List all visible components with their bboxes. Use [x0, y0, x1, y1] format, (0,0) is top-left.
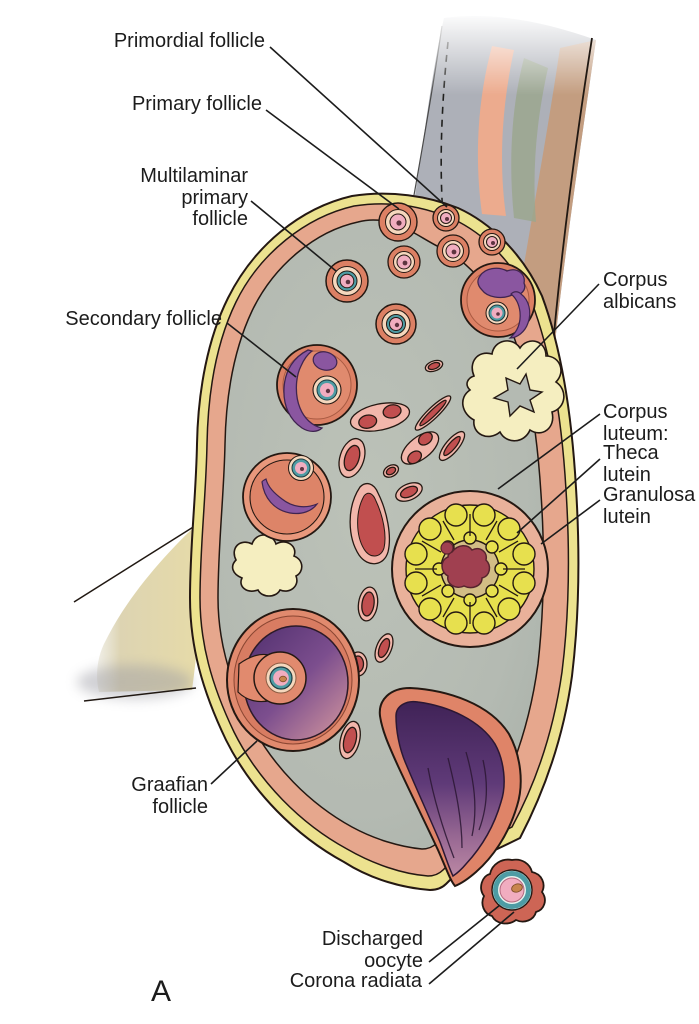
label-corona-radiata: Corona radiata — [289, 970, 422, 992]
discharged-oocyte — [480, 858, 546, 925]
primary-follicle — [378, 202, 418, 242]
primordial-follicle — [432, 204, 460, 232]
panel-letter: A — [151, 975, 172, 1008]
ovarian-ligament — [73, 514, 208, 702]
secondary-follicle — [276, 344, 358, 433]
corpus-albicans-hole — [492, 372, 544, 418]
label-multilaminar-primary-follicle: Multilaminar primary follicle — [140, 165, 248, 230]
label-primordial-follicle: Primordial follicle — [113, 30, 265, 52]
leader-graafian — [210, 740, 258, 785]
corpus-luteum — [391, 490, 549, 648]
label-discharged-oocyte: Discharged oocyte — [321, 928, 423, 972]
leader-lines — [210, 46, 601, 985]
antral-follicle — [242, 452, 332, 542]
multilaminar-primary-follicle — [325, 259, 369, 303]
leader-corona-radiata — [428, 911, 515, 985]
ruptured-follicle-contents — [395, 700, 505, 878]
primary-follicle-2 — [387, 245, 421, 279]
leader-discharged-oocyte — [428, 904, 501, 963]
label-granulosa-lutein: Granulosa lutein — [603, 484, 696, 528]
leader-theca-lutein — [516, 458, 601, 534]
secondary-follicle-right — [460, 262, 536, 339]
graafian-follicle — [226, 608, 360, 752]
label-theca-lutein: Theca lutein — [603, 442, 659, 486]
label-graafian-follicle: Graafian follicle — [131, 774, 208, 818]
leader-secondary — [226, 322, 297, 378]
leader-primordial — [269, 46, 448, 208]
primordial-follicle-2 — [478, 228, 506, 256]
leader-multilaminar — [250, 200, 337, 272]
multilaminar-primary-follicle-2 — [375, 303, 417, 345]
primary-follicle-3 — [436, 234, 470, 268]
leader-primary — [265, 109, 400, 210]
corpus-albicans-small — [231, 534, 303, 597]
leader-corpus-luteum — [497, 413, 601, 490]
corpus-luteum-fold-lines — [415, 514, 525, 624]
ligament-top-outline — [73, 518, 207, 603]
zona-pellucida-ring — [493, 871, 531, 909]
corpus-albicans — [462, 340, 565, 442]
label-secondary-follicle: Secondary follicle — [65, 308, 222, 330]
label-primary-follicle: Primary follicle — [131, 93, 262, 115]
ruptured-follicle — [378, 686, 522, 888]
rupture-flow-lines — [427, 751, 488, 859]
label-corpus-luteum: Corpus luteum: — [603, 401, 669, 445]
label-corpus-albicans: Corpus albicans — [603, 269, 677, 313]
leader-granulosa-lutein — [540, 499, 601, 545]
central-blood-clot — [441, 545, 491, 589]
ligament-bottom-outline — [83, 687, 197, 702]
leader-corpus-albicans — [516, 283, 600, 370]
